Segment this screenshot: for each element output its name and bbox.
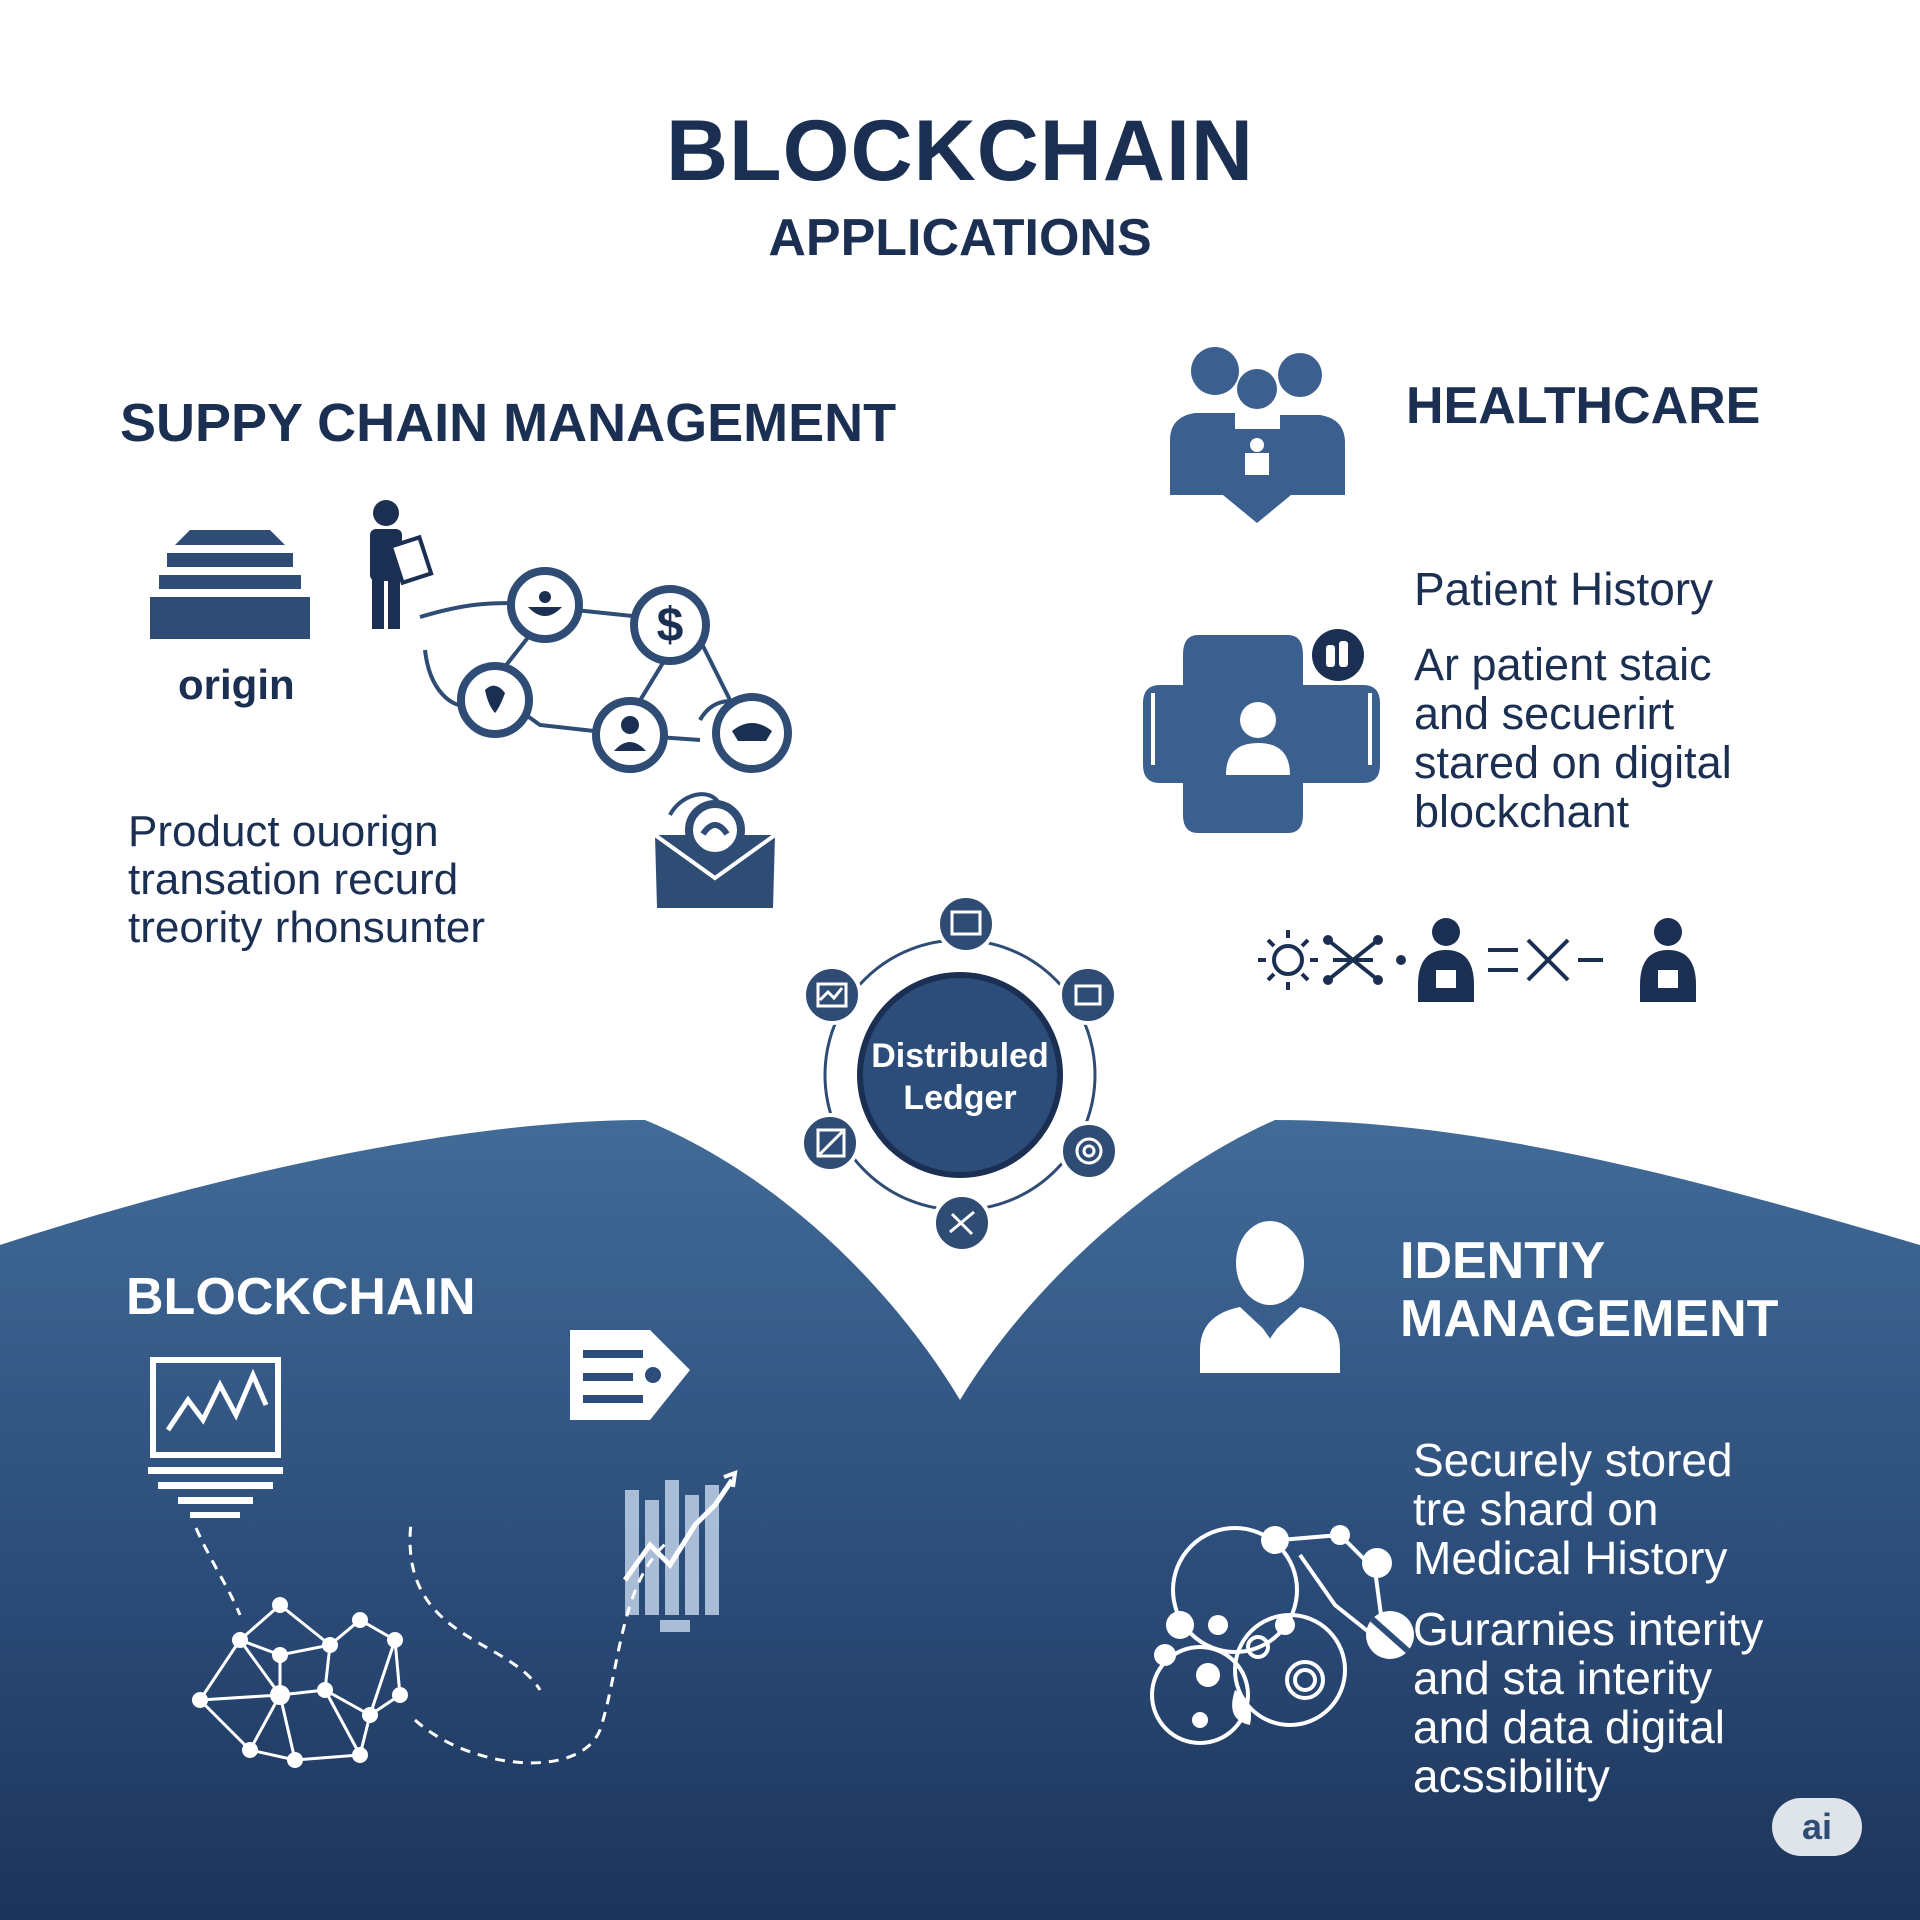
medical-cross-profile-icon (1143, 629, 1380, 833)
origin-warehouse-icon (150, 530, 310, 639)
ai-badge: ai (1772, 1798, 1862, 1856)
identity-heading-line-2: MANAGEMENT (1400, 1290, 1779, 1349)
identity-paragraph-2: Gurarnies interity and sta interity and … (1413, 1605, 1763, 1801)
supply-chain-heading: SUPPY CHAIN MANAGEMENT (120, 393, 897, 453)
identity-paragraph-1: Securely stored tre shard on Medical His… (1413, 1436, 1733, 1583)
ledger-line-2: Ledger (903, 1079, 1017, 1117)
distributed-ledger-label: Distribuled Ledger (860, 1035, 1060, 1119)
document-tag-icon (570, 1330, 690, 1420)
identity-network-icon (1150, 1525, 1414, 1745)
identity-p1-line-1: Securely stored (1413, 1434, 1733, 1486)
healthcare-description: Ar patient staic and secuerirt stared on… (1414, 640, 1732, 836)
connector-path (194, 1520, 671, 1765)
identity-heading-line-1: IDENTIY (1400, 1232, 1606, 1290)
svg-text:$: $ (657, 599, 684, 652)
blockchain-network-icon (192, 1597, 408, 1768)
identity-p2-line-3: and data digital (1413, 1701, 1726, 1753)
identity-p2-line-2: and sta interity (1413, 1652, 1713, 1704)
healthcare-subheading: Patient History (1414, 563, 1714, 615)
identity-p2-line-4: acssibility (1413, 1750, 1610, 1802)
supply-chain-network-diagram: $ (419, 567, 792, 817)
supply-chain-line-1: Product ouorign (128, 807, 439, 856)
data-flow-icons-row (1258, 918, 1696, 1002)
origin-label: origin (178, 661, 295, 708)
page-title: BLOCKCHAIN (665, 103, 1255, 199)
healthcare-heading: HEALTHCARE (1406, 377, 1761, 435)
supply-chain-line-2: transation recurd (128, 855, 459, 904)
ledger-line-1: Distribuled (871, 1037, 1049, 1075)
supply-chain-line-3: treority rhonsunter (128, 903, 486, 952)
healthcare-line-4: blockchant (1414, 786, 1630, 837)
identity-p1-line-3: Medical History (1413, 1532, 1728, 1584)
healthcare-line-1: Ar patient staic (1414, 639, 1712, 690)
distributed-ledger-diagram (800, 894, 1119, 1253)
analytics-monitor-icon (148, 1357, 283, 1518)
blockchain-heading: BLOCKCHAIN (126, 1268, 476, 1326)
shopping-bag-icon (653, 800, 777, 908)
identity-p1-line-2: tre shard on (1413, 1483, 1659, 1535)
person-with-document-icon (370, 500, 434, 629)
healthcare-line-3: stared on digital (1414, 737, 1732, 788)
identity-heading: IDENTIY MANAGEMENT (1400, 1232, 1778, 1348)
supply-chain-description: Product ouorign transation recurd treori… (128, 808, 485, 952)
growth-chart-icon (622, 1469, 738, 1632)
user-profile-icon (1200, 1221, 1340, 1373)
page-subtitle: APPLICATIONS (768, 209, 1152, 267)
family-group-icon (1170, 347, 1345, 523)
healthcare-line-2: and secuerirt (1414, 688, 1675, 739)
identity-p2-line-1: Gurarnies interity (1413, 1603, 1764, 1655)
